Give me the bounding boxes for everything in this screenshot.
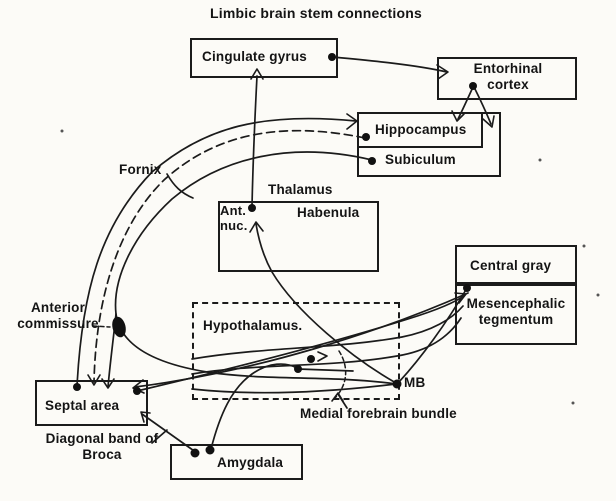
cingulate-to-entorhinal-line: [332, 56, 448, 73]
habenula-label: Habenula: [297, 205, 360, 220]
hypothalamus-label: Hypothalamus.: [203, 318, 303, 333]
fornix-branch-to-septal: [107, 313, 117, 388]
septal-area-label: Septal area: [45, 398, 120, 413]
thalamus-label: Thalamus: [268, 182, 333, 197]
scan-speck: [60, 129, 64, 133]
anterior-commissure-label: Anterior commissure: [17, 300, 99, 331]
mb-label: MB: [404, 375, 426, 390]
medial-forebrain-bundle-label: Medial forebrain bundle: [300, 406, 457, 421]
central-gray-label: Central gray: [470, 258, 552, 273]
cingulate-gyrus-label: Cingulate gyrus: [202, 49, 308, 64]
arrowhead-into-hippocampus: [346, 113, 358, 130]
antnuc-to-cingulate-line: [251, 75, 258, 207]
ant-nuc-label: Ant. nuc.: [220, 203, 248, 233]
hippocampus-label: Hippocampus: [375, 122, 467, 137]
fornix-tick: [166, 173, 194, 199]
scan-speck: [596, 293, 600, 297]
scan-speck: [538, 158, 542, 162]
hypothalamus-box: [192, 302, 400, 400]
scan-speck: [571, 401, 575, 405]
scan-speck: [582, 244, 586, 248]
central-gray-box: [455, 245, 577, 284]
subiculum-label: Subiculum: [385, 152, 456, 167]
mesencephalic-tegmentum-label: Mesencephalic tegmentum: [466, 296, 566, 327]
diagonal-band-label: Diagonal band of Broca: [45, 431, 159, 462]
diagram-title: Limbic brain stem connections: [210, 5, 422, 21]
entorhinal-cortex-label: Entorhinal cortex: [473, 61, 543, 92]
fornix-label: Fornix: [119, 162, 162, 177]
anterior-commissure-blob: [112, 316, 126, 338]
amygdala-label: Amygdala: [217, 455, 284, 470]
